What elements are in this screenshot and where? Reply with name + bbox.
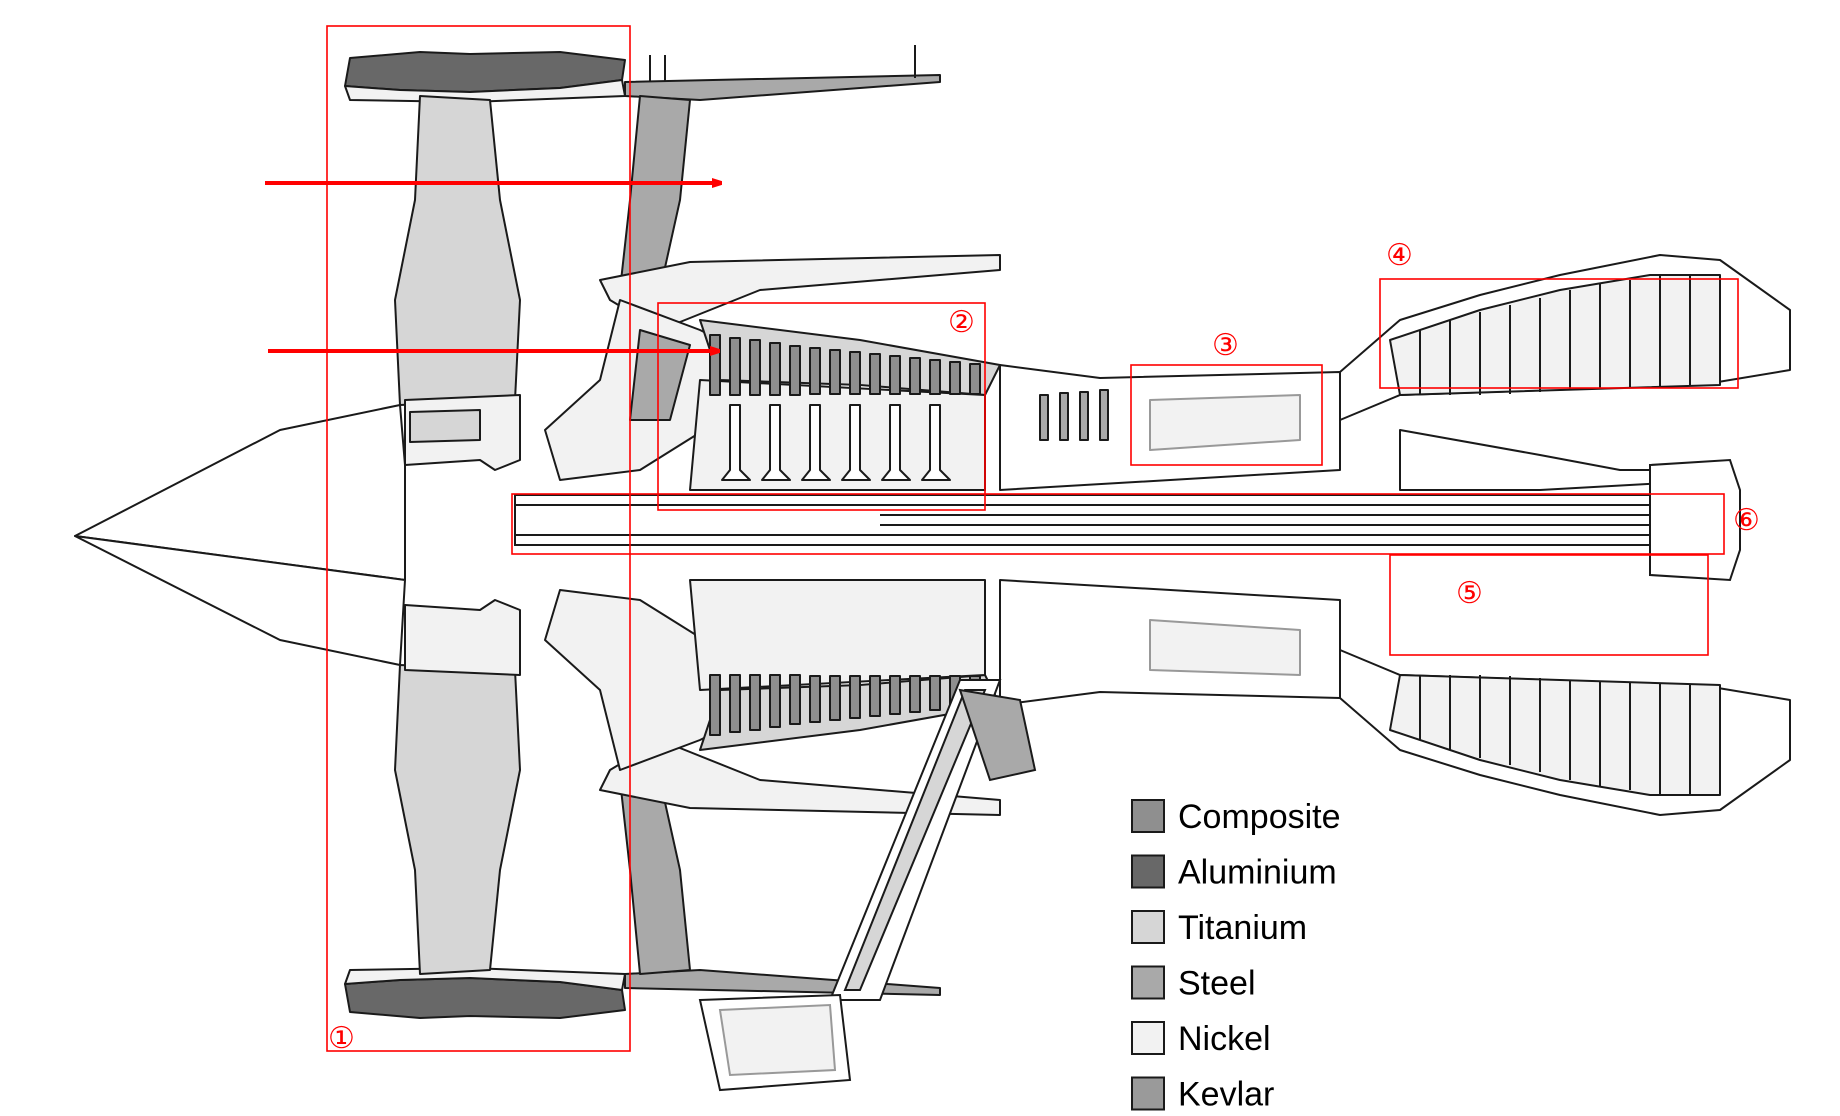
legend-label-kevlar: Kevlar [1178,1076,1274,1114]
engine-mount-pylon [698,679,1037,1092]
region-label-4: ④ [1386,238,1413,273]
engine-upper-half [74,45,1791,666]
engine-lower-half [344,579,1791,1019]
compressor-disks-upper [721,404,951,481]
legend-label-steel: Steel [1178,965,1256,1003]
region-label-2: ② [948,305,975,340]
fan-case-liner-upper [344,79,626,103]
combustor-liner-upper [1149,394,1301,451]
hp-turbine-upper [1039,389,1109,441]
fan-blade-upper [394,95,521,406]
region-label-1: ① [328,1021,355,1056]
bypass-duct-upper [624,74,941,101]
legend-swatch-aluminium [1131,854,1165,889]
legend-swatch-kevlar [1131,1076,1165,1111]
legend-label-aluminium: Aluminium [1178,854,1337,892]
region-box-4 [1379,278,1739,389]
hp-compressor-blades-upper [709,334,981,396]
lp-turbine-blade-lines-upper [1419,275,1691,395]
legend-swatch-titanium [1131,910,1165,944]
region-box-3 [1130,364,1323,466]
region-label-3: ③ [1212,328,1239,363]
legend-swatch-composite [1131,799,1165,833]
region-box-5 [1389,554,1709,656]
region-box-6 [511,493,1725,555]
engine-shaft [514,458,1741,582]
material-legend: CompositeAluminiumTitaniumSteelNickelKev… [1131,798,1341,1114]
region-box-2 [657,302,986,511]
fan-disk-upper [409,409,481,443]
region-boxes [326,25,1739,1052]
region-label-5: ⑤ [1456,576,1483,611]
legend-label-composite: Composite [1178,798,1341,836]
legend-swatch-steel [1131,965,1165,1000]
legend-label-nickel: Nickel [1178,1020,1271,1058]
region-box-1 [326,25,631,1052]
legend-swatch-nickel [1131,1021,1165,1055]
region-label-6: ⑥ [1733,503,1760,538]
lp-turbine-blades-upper [1389,274,1721,396]
region-labels: ① ② ③ ④ ⑤ ⑥ [328,238,1760,1056]
legend-label-titanium: Titanium [1178,909,1307,947]
airflow-arrows [265,183,720,351]
